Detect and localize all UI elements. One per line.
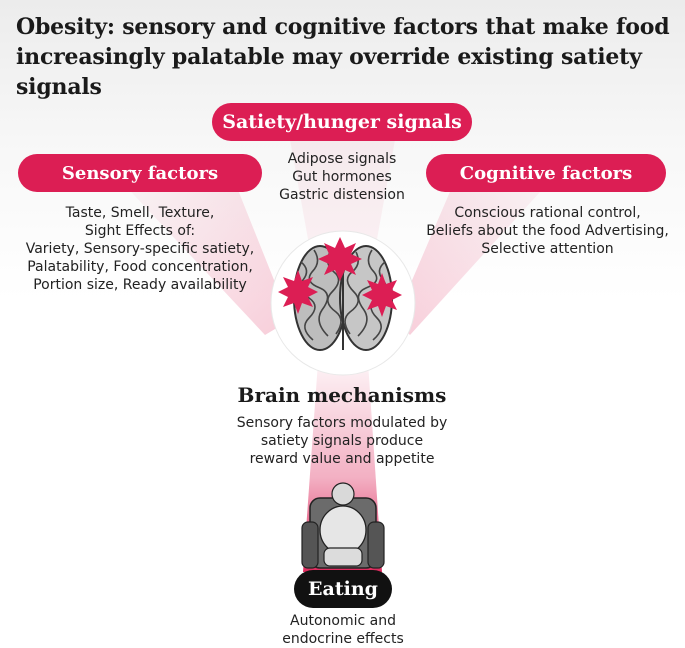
sensory-pill: Sensory factors xyxy=(18,154,262,192)
satiety-item: Adipose signals xyxy=(287,151,397,167)
cognitive-pill: Cognitive factors xyxy=(426,154,666,192)
brain-line: reward value and appetite xyxy=(249,451,435,467)
sensory-line: Sight Effects of: xyxy=(84,223,196,239)
cognitive-beam xyxy=(395,170,560,335)
brain-line: satiety signals produce xyxy=(260,433,424,449)
brain-heading: Brain mechanisms xyxy=(192,383,492,407)
title-line-1: Obesity: sensory and cognitive factors t… xyxy=(16,14,670,40)
cognitive-label: Cognitive factors xyxy=(459,162,633,184)
activation-stars xyxy=(278,237,402,317)
satiety-item: Gastric distension xyxy=(279,187,405,203)
eating-pill: Eating xyxy=(294,570,392,608)
eating-effects: Autonomic and endocrine effects xyxy=(243,612,443,648)
brain-heading-text: Brain mechanisms xyxy=(237,383,447,407)
sensory-line: Palatability, Food concentration, xyxy=(27,259,253,275)
cognitive-line: Beliefs about the food Advertising, xyxy=(426,223,669,239)
sensory-line: Taste, Smell, Texture, xyxy=(65,205,215,221)
eating-label: Eating xyxy=(308,578,378,600)
satiety-label: Satiety/hunger signals xyxy=(222,111,462,133)
star-icon xyxy=(278,270,318,314)
cognitive-line: Conscious rational control, xyxy=(454,205,641,221)
sensory-list: Taste, Smell, Texture, Sight Effects of:… xyxy=(0,204,280,294)
star-icon xyxy=(362,273,402,317)
brain-description: Sensory factors modulated by satiety sig… xyxy=(192,414,492,468)
armchair-person-icon xyxy=(301,482,385,569)
eating-line: endocrine effects xyxy=(282,631,404,647)
sensory-beam xyxy=(120,170,290,335)
brain-line: Sensory factors modulated by xyxy=(236,415,448,431)
satiety-items: Adipose signals Gut hormones Gastric dis… xyxy=(242,150,442,204)
sensory-label: Sensory factors xyxy=(61,162,219,184)
title-line-2: increasingly palatable may override exis… xyxy=(16,44,642,100)
page-title: Obesity: sensory and cognitive factors t… xyxy=(16,12,676,102)
cognitive-list: Conscious rational control, Beliefs abou… xyxy=(410,204,685,258)
cognitive-line: Selective attention xyxy=(481,241,614,257)
satiety-beam xyxy=(290,140,395,250)
star-icon xyxy=(318,237,362,281)
sensory-line: Variety, Sensory-specific satiety, xyxy=(25,241,255,257)
satiety-pill: Satiety/hunger signals xyxy=(212,103,472,141)
sensory-line: Portion size, Ready availability xyxy=(33,277,247,293)
satiety-item: Gut hormones xyxy=(292,169,392,185)
eating-line: Autonomic and xyxy=(290,613,396,629)
